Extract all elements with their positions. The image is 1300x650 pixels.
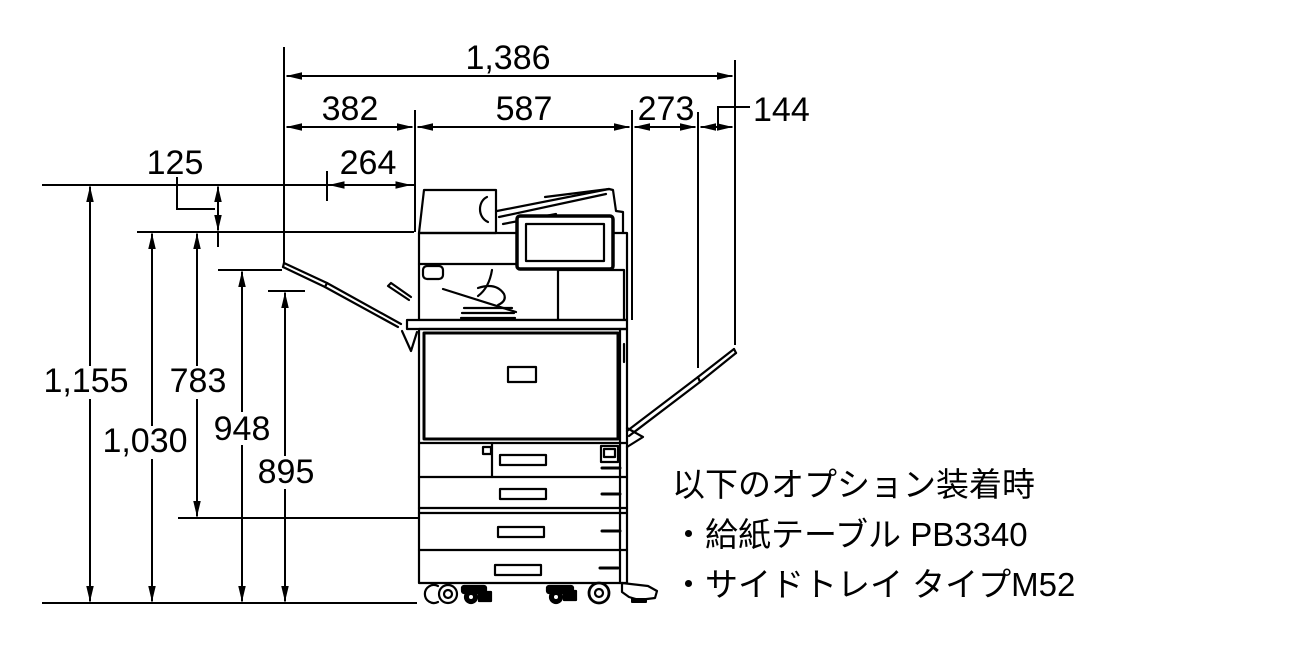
dim-label-144: 144 [753,91,810,129]
left-tray-bottom-edge [281,265,400,329]
dim-label-273: 273 [638,90,695,128]
front-door-label [506,365,538,384]
stabilizer-pad [631,598,647,603]
dim-label-783: 783 [170,362,227,400]
side-tray-top-edge [625,347,736,433]
control-panel-screen [524,222,606,263]
dim-label-264: 264 [340,144,397,182]
adf-cover [417,188,498,235]
option-note: 以下のオプション装着時 ・給紙テーブル PB3340 ・サイドトレイ タイプM5… [672,466,1075,603]
printer-drawing [281,187,738,605]
adf-doc-tray-2 [497,192,608,219]
left-tray-joint [281,261,329,289]
stabilizer-foot [620,581,659,602]
tray1-handle [498,453,548,467]
option-note-item-1: ・給紙テーブル PB3340 [672,516,1028,553]
left-tray-support-arm [386,281,413,302]
tray1-button [599,444,620,464]
front-grip [421,264,445,281]
side-tray-joint [696,347,738,384]
front-door [422,331,620,441]
dim-label-1155: 1,155 [43,362,128,400]
caster-hub-left [442,588,454,600]
caster-wheel-left [437,583,459,605]
output-paper-stack [459,306,517,320]
tray4-handle [493,563,543,577]
caster-wheel-right [587,581,611,605]
adf-doc-tray [495,187,611,213]
dim-label-1030: 1,030 [102,422,187,460]
label-masks [41,366,315,489]
dim-label-587: 587 [496,90,553,128]
caster-hub-left2 [469,595,473,599]
caster-fork-right2 [562,589,578,602]
adf-rear-block [543,187,625,235]
option-note-item-2: ・サイドトレイ タイプM52 [672,566,1075,603]
tray1-latch [481,445,493,456]
dim-label-382: 382 [322,90,379,128]
side-tray-gusset [625,426,645,449]
output-bay-column [556,268,626,322]
control-panel [515,214,615,271]
main-body [417,327,629,585]
dim-label-total-width: 1,386 [465,39,550,77]
caster-bracket-left [423,583,440,605]
leader-144 [717,106,750,127]
option-note-title: 以下のオプション装着時 [672,466,1035,503]
side-tray-bottom-edge [627,351,738,438]
caster-hub-right2 [554,595,558,599]
leader-125 [176,177,215,210]
left-tray-gusset [400,329,419,353]
tray1-button-inner [602,447,617,459]
dimension-lines [42,47,750,604]
dimension-labels: 1,386 382 587 273 144 125 264 1,155 1,03… [43,39,809,491]
dim-label-895: 895 [258,453,315,491]
adf-paper-path [478,195,490,224]
tray-separators [417,441,629,552]
dim-label-948: 948 [214,410,271,448]
paper-stopper [476,268,494,298]
dim-label-125: 125 [147,144,204,182]
tray3-handle [496,525,546,539]
caster-fork-left2 [477,590,493,603]
body-table-band [405,318,629,331]
left-tray-top-edge [282,261,403,326]
caster-hub-right [593,587,605,599]
tray2-handle [498,487,548,501]
